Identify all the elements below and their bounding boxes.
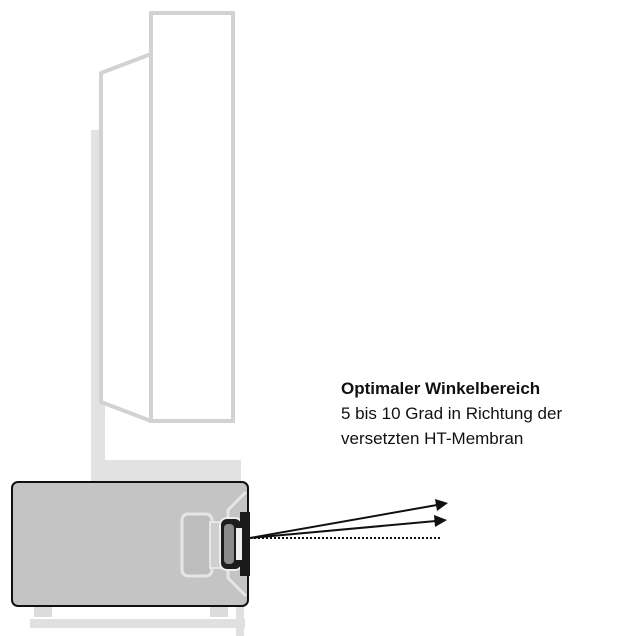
caption-title: Optimaler Winkelbereich xyxy=(341,379,541,398)
tweeter-front-plate xyxy=(240,512,250,576)
tv-side-profile xyxy=(99,52,153,423)
speaker-foot-left xyxy=(34,607,52,617)
caption-line-1: 5 bis 10 Grad in Richtung der xyxy=(341,404,563,423)
caption-line-2: versetzten HT-Membran xyxy=(341,429,524,448)
angle-arrow-5deg xyxy=(249,520,437,539)
shelf-line xyxy=(30,619,245,628)
tv-screen-panel xyxy=(149,11,235,423)
speaker-foot-right xyxy=(210,607,228,617)
tweeter-front-ring xyxy=(236,528,242,560)
angle-arrow-10deg-head xyxy=(435,499,448,511)
angle-arrow-10deg xyxy=(249,504,438,539)
angle-arrow-5deg-head xyxy=(434,515,447,527)
shelf-support xyxy=(236,600,244,636)
woofer-magnet xyxy=(180,512,214,578)
angle-caption: Optimaler Winkelbereich 5 bis 10 Grad in… xyxy=(341,376,631,451)
tv-stand-base xyxy=(91,460,241,482)
tweeter-highlight xyxy=(224,524,234,564)
